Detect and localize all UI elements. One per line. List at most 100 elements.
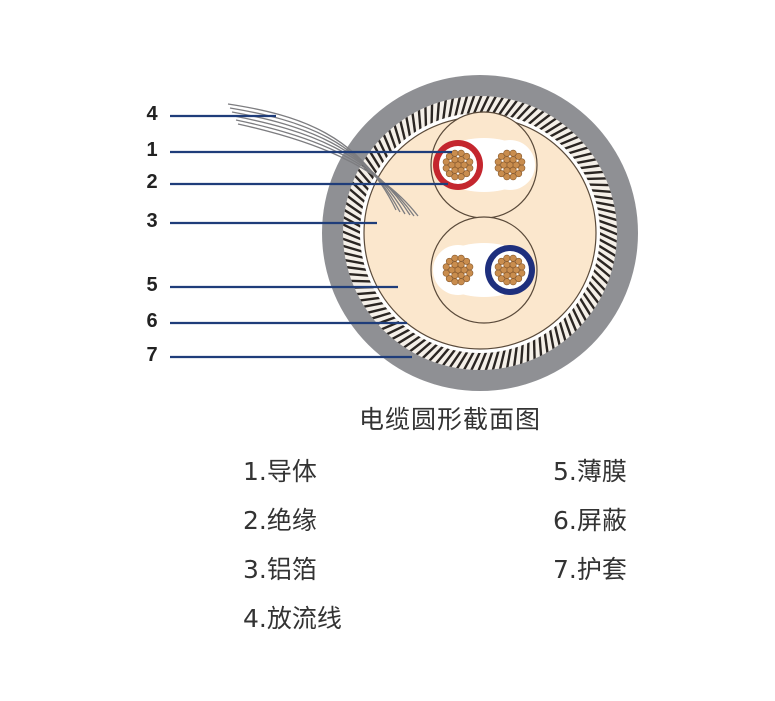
braid-strand bbox=[383, 324, 406, 337]
braid-strand bbox=[448, 96, 455, 119]
braid-strand bbox=[491, 96, 506, 116]
braid-strand bbox=[426, 345, 445, 364]
conductor-strand bbox=[451, 149, 459, 157]
conductor-strand bbox=[497, 275, 505, 283]
braid-strand bbox=[362, 154, 378, 175]
braid-strand bbox=[472, 96, 484, 115]
conductor-strand bbox=[457, 254, 465, 262]
legend-item: 6.屏蔽 bbox=[553, 506, 627, 535]
braid-strand bbox=[387, 126, 397, 150]
braid-strand bbox=[417, 107, 422, 131]
braid-strand bbox=[381, 131, 393, 154]
conductor-strand bbox=[518, 158, 526, 166]
callout-label-2: 2 bbox=[146, 171, 158, 193]
conductor-strand bbox=[515, 275, 523, 283]
braid-strand bbox=[392, 122, 402, 145]
braid-strand bbox=[527, 108, 547, 126]
braid-strand bbox=[344, 193, 365, 210]
legend-item: 1.导体 bbox=[243, 457, 317, 486]
braid-strand bbox=[454, 350, 469, 370]
braid-strand bbox=[533, 112, 553, 128]
conductor-strand bbox=[515, 152, 523, 160]
braid-strand bbox=[404, 114, 412, 137]
braid-strand bbox=[346, 272, 369, 277]
braid-strand bbox=[597, 244, 617, 259]
callout-label-7: 7 bbox=[146, 344, 158, 366]
braid-strand bbox=[592, 268, 611, 287]
braid-strand bbox=[361, 301, 384, 309]
braid-strand bbox=[538, 335, 543, 359]
conductor-lower-right bbox=[494, 254, 526, 286]
conductor-strand bbox=[457, 173, 465, 181]
braid-strand bbox=[553, 325, 562, 348]
braid-strand bbox=[401, 335, 422, 351]
conductor-strand bbox=[494, 269, 502, 277]
braid-strand bbox=[579, 163, 603, 170]
braid-strand bbox=[436, 99, 441, 122]
braid-strand bbox=[343, 214, 362, 228]
braid-strand bbox=[588, 183, 612, 187]
conductor-strand bbox=[445, 152, 453, 160]
conductor-strand bbox=[445, 275, 453, 283]
braid-strand bbox=[343, 265, 367, 271]
braid-strand bbox=[343, 258, 366, 265]
conductor-strand bbox=[460, 161, 468, 169]
conductor-strand bbox=[518, 263, 526, 271]
conductor-strand bbox=[442, 158, 450, 166]
braid-strand bbox=[576, 157, 599, 165]
conductor-strand bbox=[463, 170, 471, 178]
braid-strand bbox=[343, 244, 363, 253]
conductor-strand bbox=[463, 275, 471, 283]
braid-strand bbox=[343, 200, 364, 216]
conductor-strand bbox=[451, 254, 459, 262]
conductor-strand bbox=[442, 269, 450, 277]
callout-label-4: 4 bbox=[146, 103, 158, 125]
braid-strand bbox=[352, 172, 370, 192]
braid-strand bbox=[369, 311, 392, 321]
braid-strand bbox=[538, 115, 559, 131]
braid-strand bbox=[503, 97, 520, 118]
conductor-strand bbox=[494, 263, 502, 271]
conductor-upper-left bbox=[442, 149, 474, 181]
braid-strand bbox=[558, 321, 568, 344]
conductor-strand bbox=[448, 266, 456, 274]
braid-strand bbox=[512, 346, 518, 370]
conductor-lower-left bbox=[442, 254, 474, 286]
braid-strand bbox=[346, 186, 366, 204]
braid-strand bbox=[440, 348, 457, 369]
conductor-strand bbox=[503, 149, 511, 157]
conductor-strand bbox=[463, 257, 471, 265]
legend-item: 3.铝箔 bbox=[243, 555, 317, 584]
braid-strand bbox=[515, 102, 534, 121]
braid-strand bbox=[376, 136, 389, 159]
braid-strand bbox=[476, 351, 488, 370]
braid-strand bbox=[596, 250, 617, 266]
braid-strand bbox=[593, 195, 617, 201]
braid-strand bbox=[563, 316, 573, 340]
braid-strand bbox=[357, 296, 381, 303]
braid-strand bbox=[343, 207, 363, 222]
conductor-strand bbox=[497, 170, 505, 178]
braid-strand bbox=[410, 110, 417, 134]
conductor-strand bbox=[451, 278, 459, 286]
legend-item: 5.薄膜 bbox=[553, 457, 627, 486]
braid-strand bbox=[549, 124, 571, 138]
braid-strand bbox=[433, 347, 451, 367]
braid-strand bbox=[491, 350, 500, 370]
conductor-strand bbox=[451, 173, 459, 181]
braid-strand bbox=[594, 262, 614, 280]
conductor-strand bbox=[497, 152, 505, 160]
braid-strand bbox=[430, 101, 434, 125]
braid-strand bbox=[591, 189, 614, 194]
braid-strand bbox=[365, 306, 388, 315]
braid-strand bbox=[343, 222, 362, 235]
braid-strand bbox=[424, 104, 428, 128]
braid-strand bbox=[505, 347, 512, 370]
braid-strand bbox=[348, 279, 372, 283]
conductor-strand bbox=[503, 278, 511, 286]
braid-strand bbox=[563, 140, 587, 150]
braid-strand bbox=[582, 170, 606, 175]
braid-strand bbox=[590, 274, 608, 294]
braid-strand bbox=[526, 341, 530, 365]
braid-strand bbox=[478, 96, 491, 115]
